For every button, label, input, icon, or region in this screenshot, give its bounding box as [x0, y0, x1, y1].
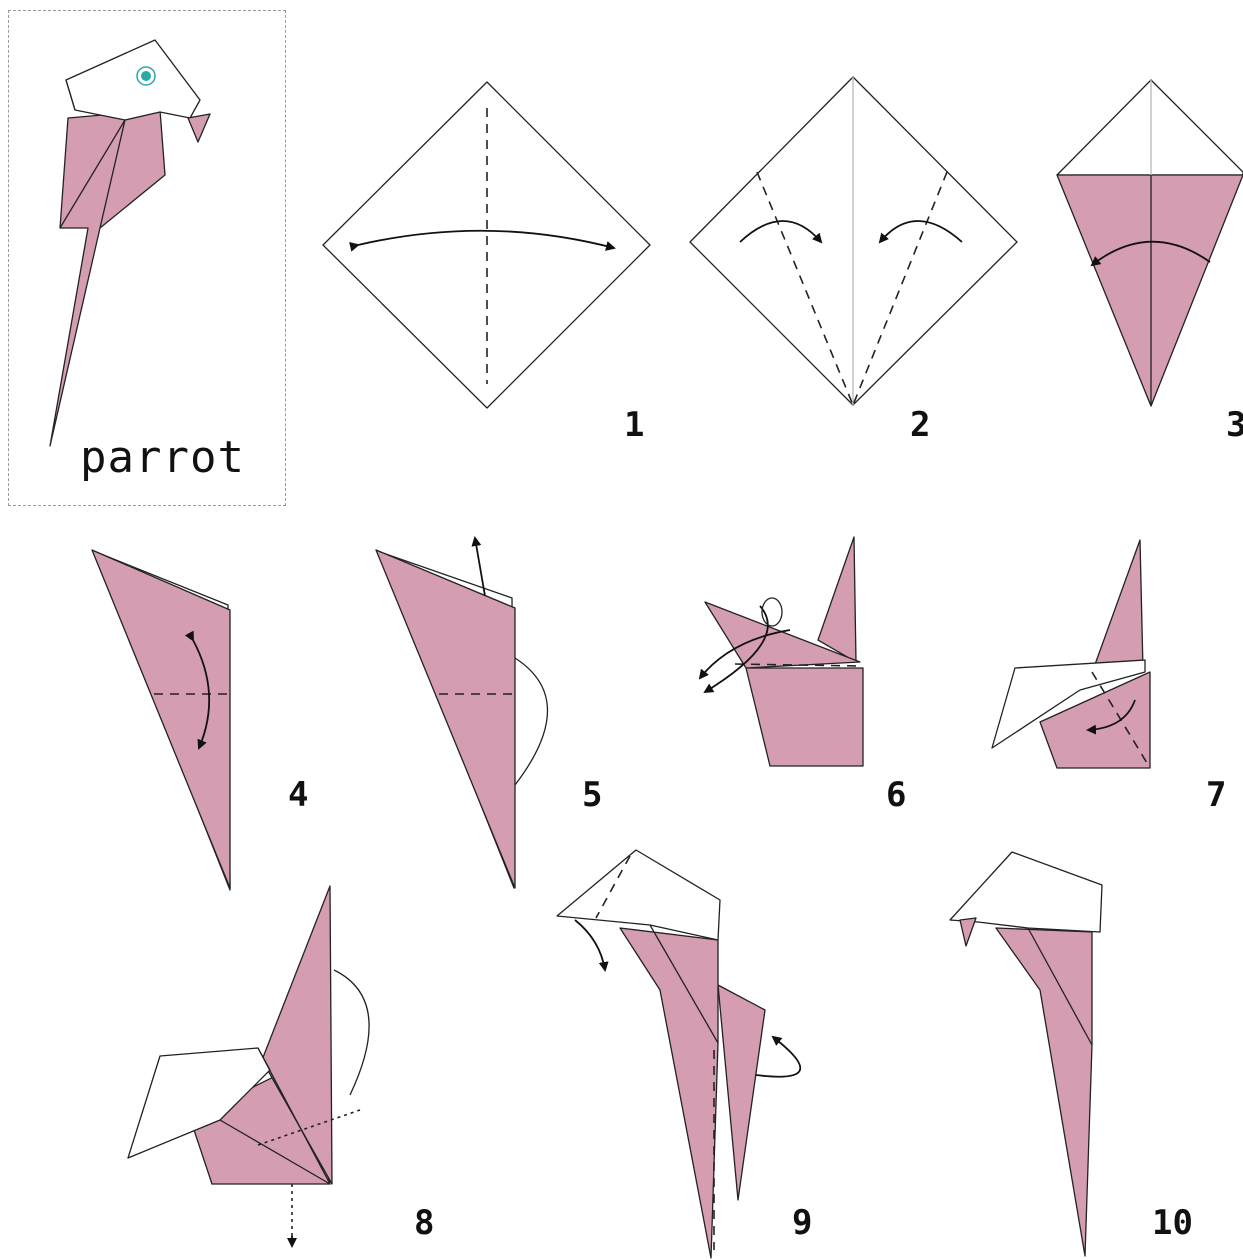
step-number-8: 8 — [414, 1203, 435, 1243]
step-6-diagram — [698, 536, 864, 767]
finished-model-panel — [8, 10, 286, 506]
step-8-diagram — [127, 885, 370, 1248]
step-9-diagram — [556, 849, 802, 1259]
pupil-icon — [141, 71, 151, 81]
step-number-4: 4 — [288, 775, 309, 815]
step-7-diagram — [991, 539, 1151, 769]
step-2-diagram — [689, 76, 1018, 406]
step-number-7: 7 — [1206, 775, 1227, 815]
step-number-6: 6 — [886, 775, 907, 815]
step-number-3: 3 — [1226, 405, 1243, 445]
step-4-diagram — [91, 549, 231, 891]
step-number-1: 1 — [624, 405, 645, 445]
step-1-diagram — [322, 81, 651, 409]
step-10-diagram — [949, 851, 1103, 1257]
step-number-9: 9 — [792, 1203, 813, 1243]
step-number-10: 10 — [1152, 1203, 1193, 1243]
finished-parrot — [49, 39, 211, 447]
step-number-2: 2 — [910, 405, 931, 445]
step-5-diagram — [375, 536, 548, 889]
step-3-diagram — [1056, 79, 1243, 407]
model-title: parrot — [80, 432, 245, 483]
step-number-5: 5 — [582, 775, 603, 815]
